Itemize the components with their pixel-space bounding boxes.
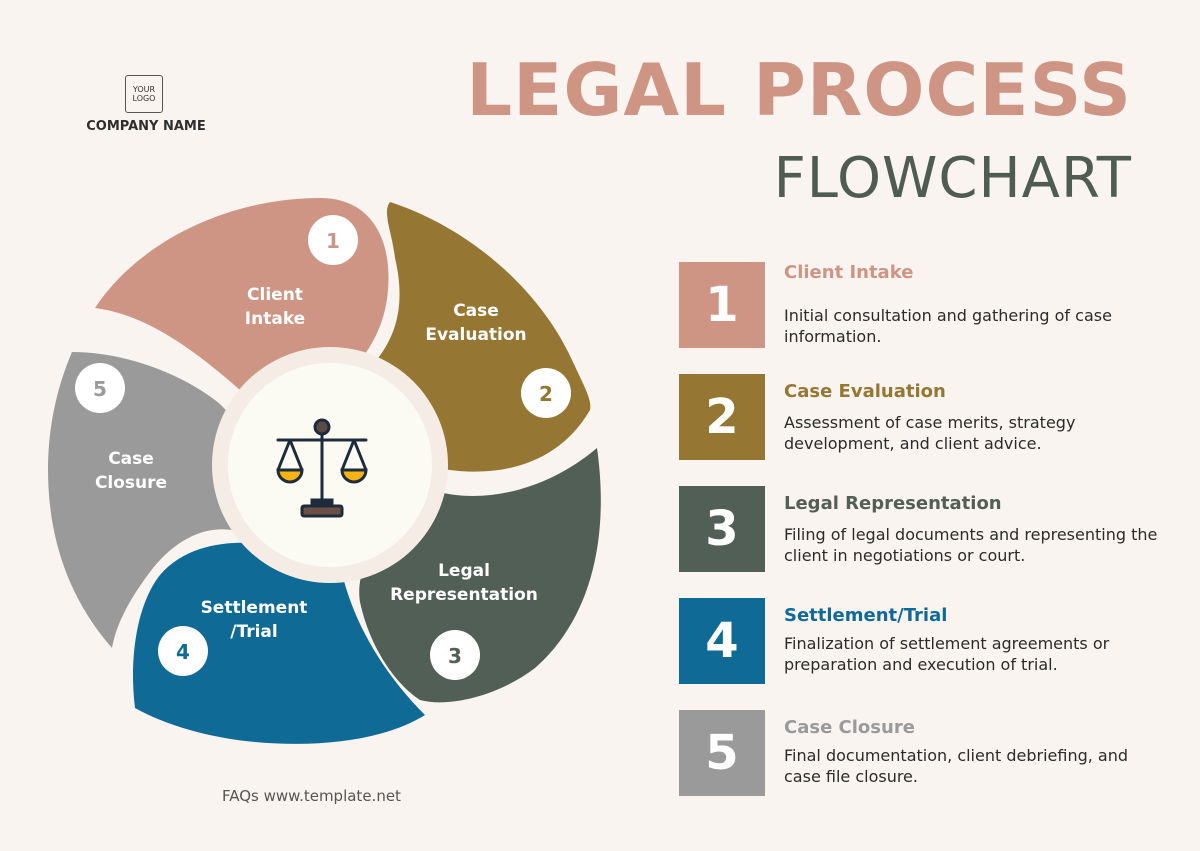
step-4-title: Settlement/Trial bbox=[784, 605, 948, 626]
process-wheel: Client Intake Case Evaluation Legal Repr… bbox=[48, 198, 601, 744]
segment-label-case-evaluation-1: Case bbox=[453, 301, 499, 321]
step-5: 5 Case Closure Final documentation, clie… bbox=[679, 710, 1169, 796]
segment-settlement-trial bbox=[132, 542, 426, 744]
segment-number-3: 3 bbox=[430, 630, 480, 680]
step-3-number: 3 bbox=[679, 486, 765, 572]
step-2-description: Assessment of case merits, strategy deve… bbox=[784, 413, 1076, 453]
logo-line-2: LOGO bbox=[132, 94, 156, 103]
step-5-description: Final documentation, client debriefing, … bbox=[784, 746, 1129, 786]
step-4: 4 Settlement/Trial Finalization of settl… bbox=[679, 598, 1169, 684]
step-3-title: Legal Representation bbox=[784, 493, 1002, 514]
step-2-title: Case Evaluation bbox=[784, 381, 946, 402]
logo: YOUR LOGO bbox=[125, 75, 163, 113]
step-4-number: 4 bbox=[679, 598, 765, 684]
scales-of-justice-icon bbox=[276, 418, 368, 518]
page-title: LEGAL PROCESS bbox=[466, 48, 1132, 132]
segment-number-2-text: 2 bbox=[539, 382, 553, 406]
segment-number-1: 1 bbox=[308, 215, 358, 265]
logo-line-1: YOUR bbox=[132, 85, 156, 94]
segment-label-case-closure-2: Closure bbox=[95, 473, 167, 493]
step-2-number: 2 bbox=[679, 374, 765, 460]
step-2: 2 Case Evaluation Assessment of case mer… bbox=[679, 374, 1169, 460]
segment-number-4: 4 bbox=[158, 626, 208, 676]
segment-label-case-evaluation-2: Evaluation bbox=[425, 325, 526, 345]
step-1-description: Initial consultation and gathering of ca… bbox=[784, 306, 1112, 346]
segment-case-closure bbox=[48, 352, 235, 648]
company-name: COMPANY NAME bbox=[86, 119, 206, 134]
segment-number-3-text: 3 bbox=[448, 644, 462, 668]
step-5-number: 5 bbox=[679, 710, 765, 796]
step-4-description: Finalization of settlement agreements or… bbox=[784, 634, 1110, 674]
step-5-title: Case Closure bbox=[784, 717, 915, 738]
segment-label-settlement-trial-1: Settlement bbox=[201, 598, 308, 618]
page-subtitle: FLOWCHART bbox=[773, 146, 1132, 211]
segment-number-1-text: 1 bbox=[326, 229, 340, 253]
segment-label-client-intake-1: Client bbox=[247, 285, 303, 305]
step-3-description: Filing of legal documents and representi… bbox=[784, 525, 1158, 565]
segment-label-legal-representation-2: Representation bbox=[390, 585, 538, 605]
segment-label-client-intake-2: Intake bbox=[245, 309, 305, 329]
step-1-title: Client Intake bbox=[784, 262, 914, 283]
segment-number-5-text: 5 bbox=[93, 377, 107, 401]
step-1-number: 1 bbox=[679, 262, 765, 348]
footer-text: FAQs www.template.net bbox=[222, 787, 401, 805]
segment-label-settlement-trial-2: /Trial bbox=[230, 622, 277, 642]
segment-number-4-text: 4 bbox=[176, 640, 190, 664]
segment-number-5: 5 bbox=[75, 363, 125, 413]
segment-number-2: 2 bbox=[521, 368, 571, 418]
center-circle bbox=[228, 363, 432, 567]
step-3: 3 Legal Representation Filing of legal d… bbox=[679, 486, 1169, 572]
segment-label-legal-representation-1: Legal bbox=[438, 561, 490, 581]
step-1: 1 Client Intake Initial consultation and… bbox=[679, 262, 1169, 348]
segment-label-case-closure-1: Case bbox=[108, 449, 154, 469]
